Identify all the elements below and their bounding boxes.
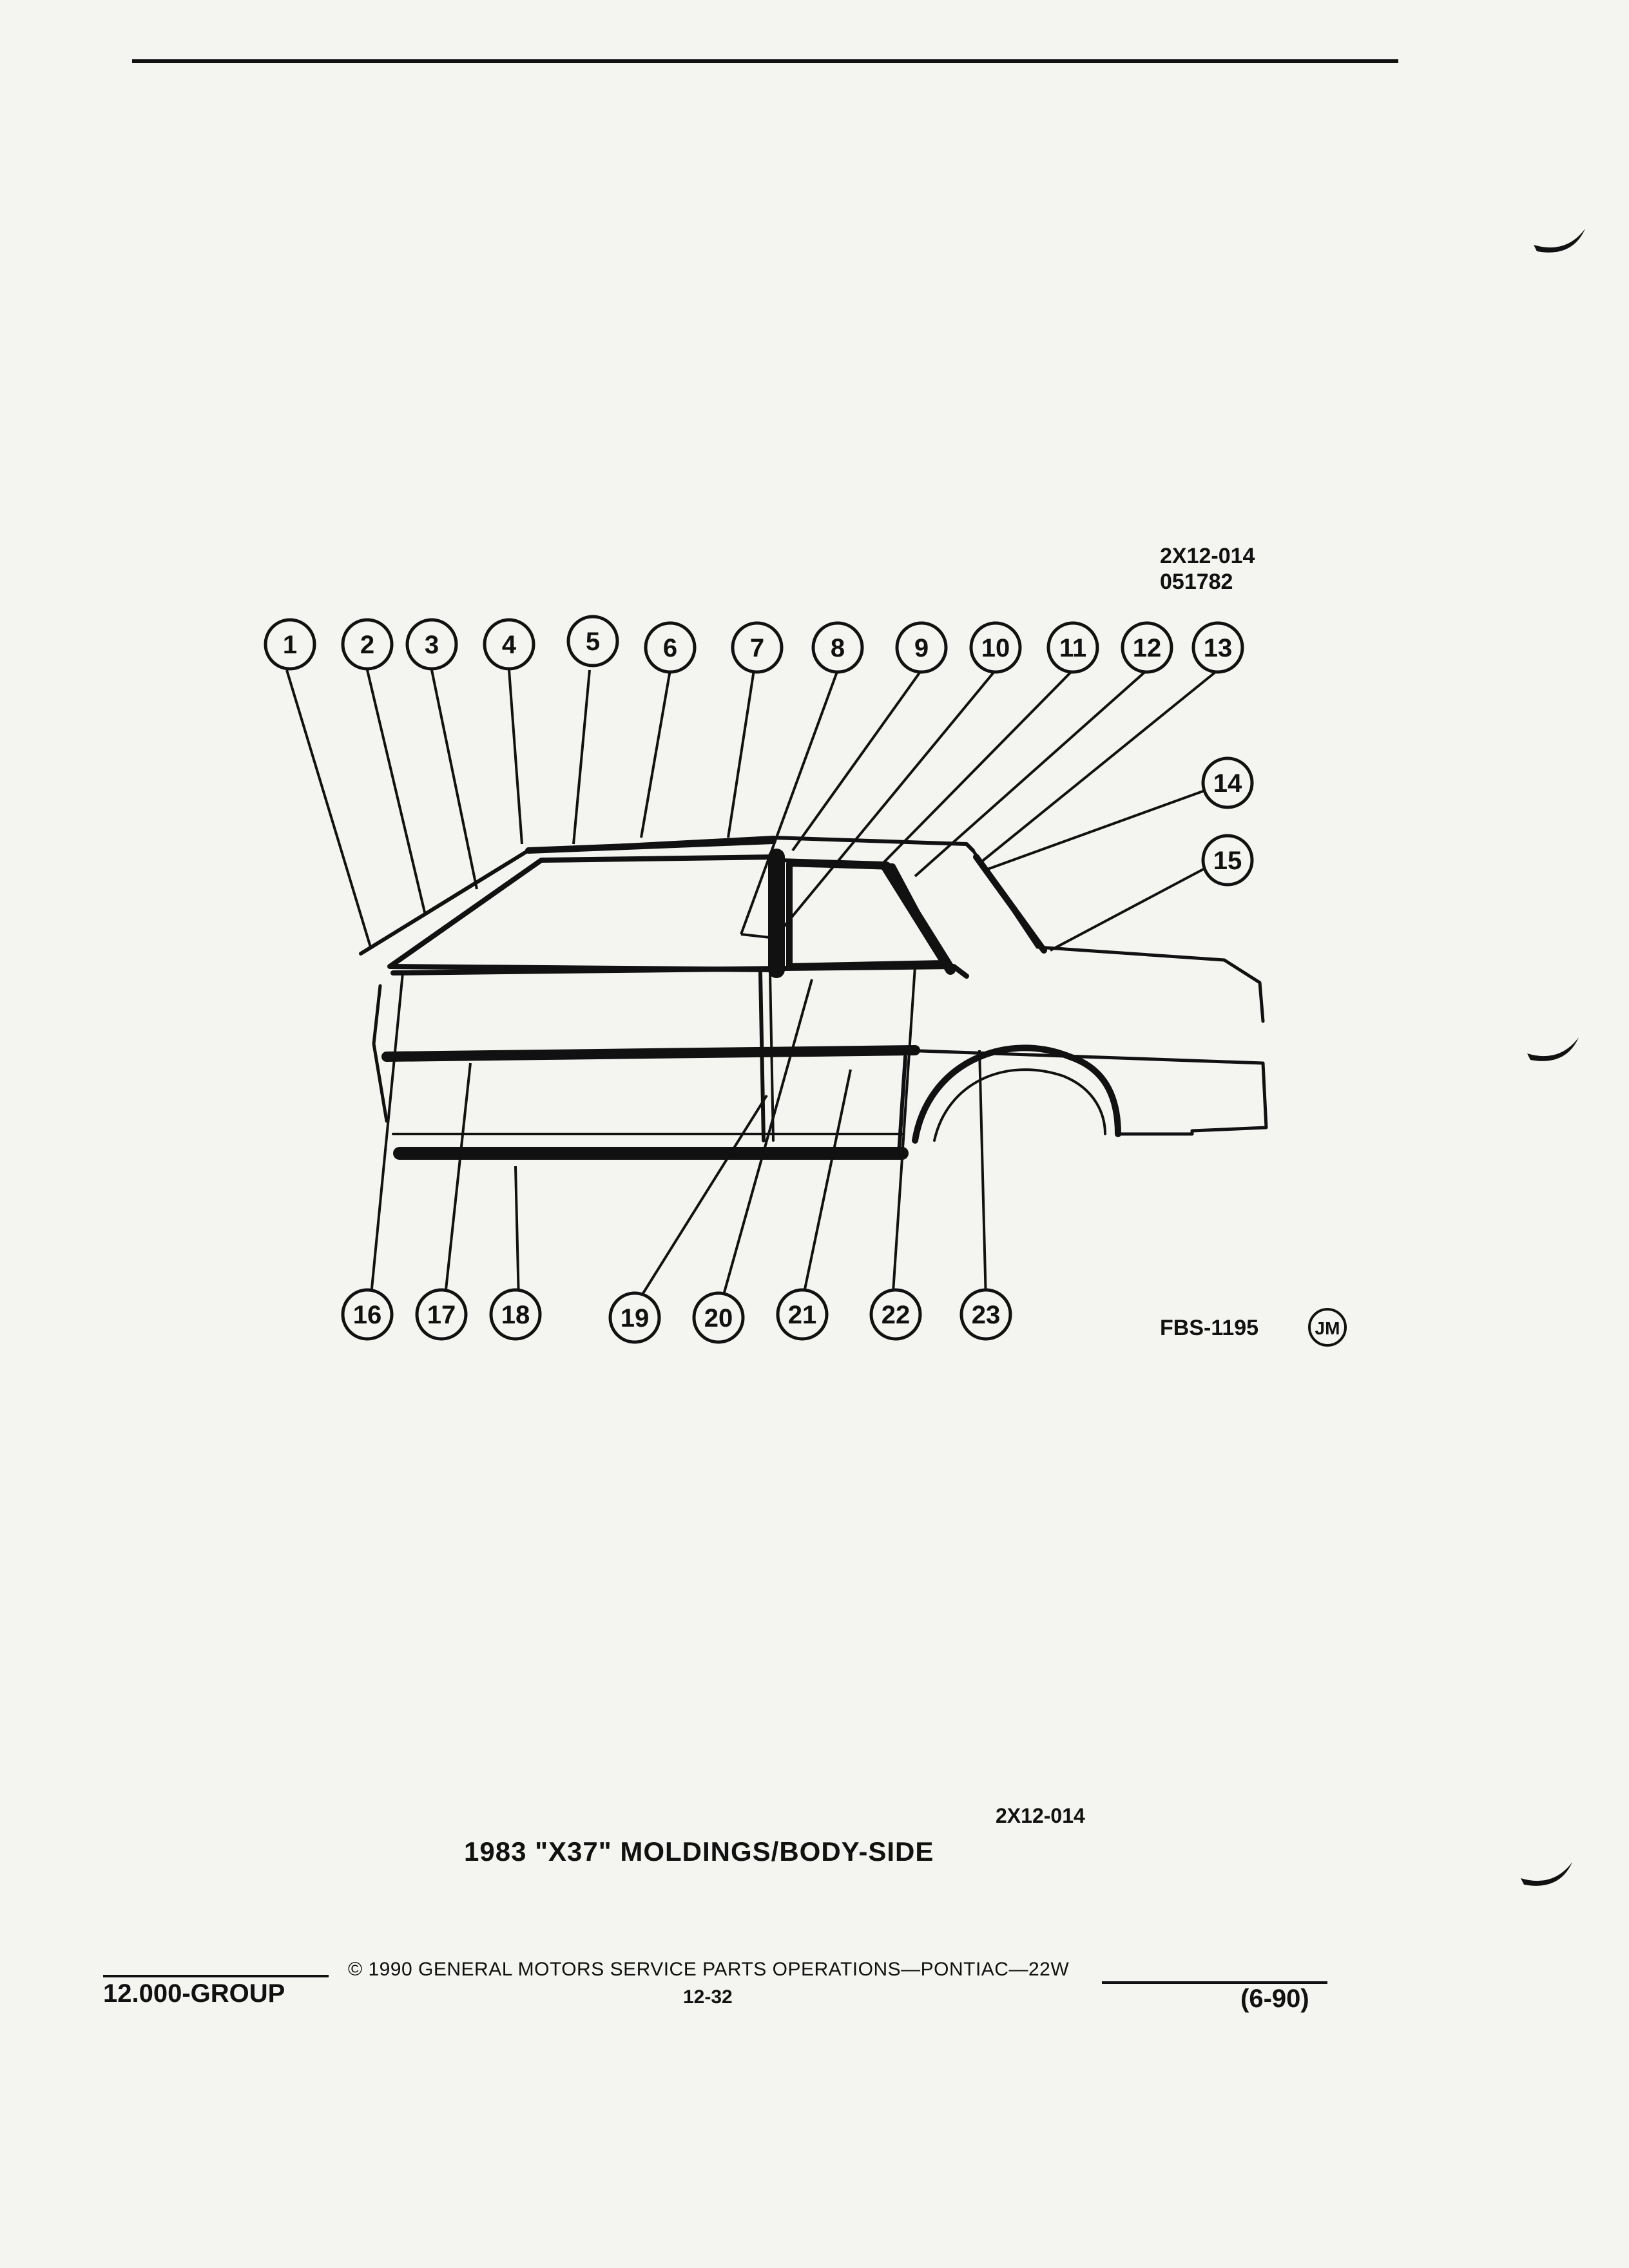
callout-22: 22 [882,1301,911,1329]
rear-body-line [900,1048,1268,1136]
callout-5: 5 [586,628,600,656]
callout-19: 19 [621,1304,650,1332]
callout-6: 6 [663,634,677,662]
figure-date-code: 051782 [1160,570,1233,594]
front-edge [372,984,389,1123]
callout-4: 4 [502,631,517,659]
callout-2: 2 [360,631,374,659]
callout-15: 15 [1213,847,1242,875]
edge-marks [1521,229,1585,1886]
quarter-vertical [897,1055,907,1155]
top-rule [132,59,1398,63]
side-molding [381,1045,920,1062]
callout-23: 23 [972,1301,1001,1329]
callout-18: 18 [501,1301,530,1329]
footer-group-rule [103,1975,329,1977]
figure-code: 2X12-014 [1160,544,1255,568]
footer-date: (6-90) [1240,1984,1309,2013]
callout-11: 11 [1059,634,1086,662]
figure-ref: 2X12-014 [996,1804,1085,1827]
rear-window-outline [778,858,949,968]
fbs-code: FBS-1195 [1160,1316,1258,1340]
callout-8: 8 [831,634,845,662]
callout-9: 9 [914,634,929,662]
windshield-outline [387,854,779,972]
rear-pillar-molding [881,861,956,975]
callout-21: 21 [788,1301,817,1329]
footer-page-number: 12-32 [683,1986,733,2008]
callout-12: 12 [1133,634,1162,662]
callout-20: 20 [704,1304,733,1332]
document-title: 1983 "X37" MOLDINGS/BODY-SIDE [464,1836,934,1867]
callout-13: 13 [1204,634,1233,662]
callout-3: 3 [425,631,439,659]
rear-window-molding [973,854,1047,954]
callout-17: 17 [427,1301,456,1329]
callout-10: 10 [981,634,1010,662]
footer-right-rule [1102,1981,1327,1984]
wheel-arch [912,1044,1121,1144]
callout-7: 7 [750,634,764,662]
roof-line [359,836,975,956]
footer-group: 12.000-GROUP [103,1979,285,2008]
wheel-arch-inner [933,1068,1106,1142]
footer-copyright: © 1990 GENERAL MOTORS SERVICE PARTS OPER… [348,1959,1070,1980]
callout-14: 14 [1213,769,1242,798]
callout-16: 16 [353,1301,382,1329]
artist-mark: JM [1315,1318,1340,1338]
drip-rail [525,838,776,854]
callout-1: 1 [283,631,297,659]
